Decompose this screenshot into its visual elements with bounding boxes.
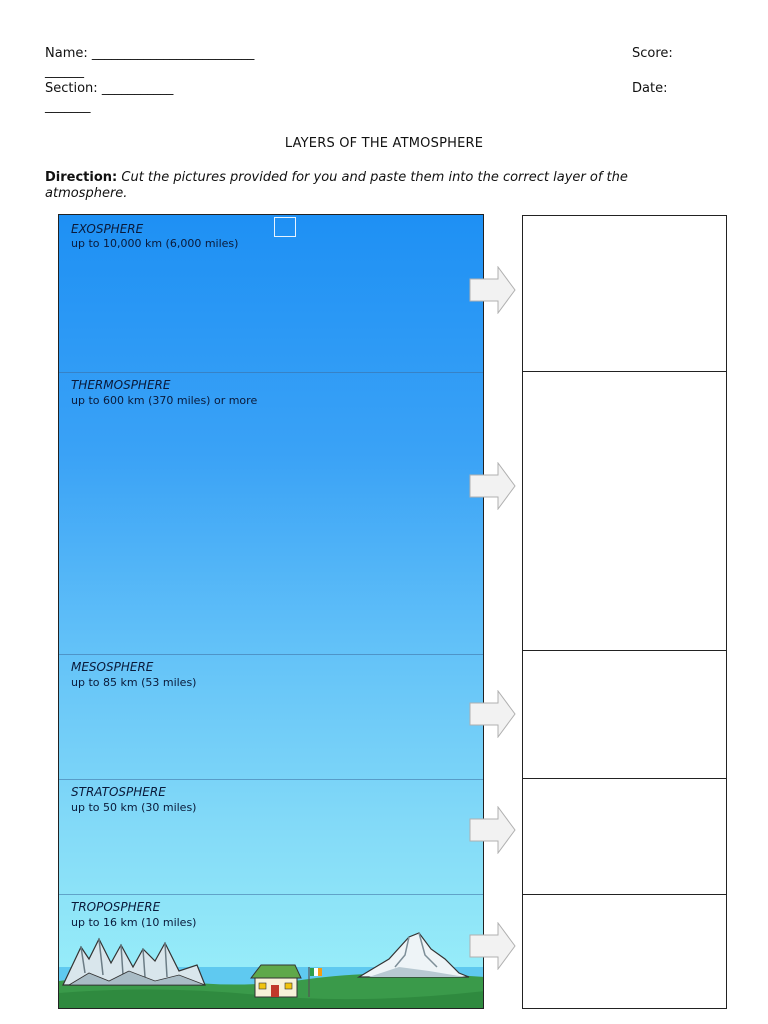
name-label: Name: <box>45 46 88 61</box>
arrow-right-icon <box>469 922 516 970</box>
layer-name-troposphere: TROPOSPHERE <box>71 900 161 914</box>
worksheet-title: LAYERS OF THE ATMOSPHERE <box>284 136 484 151</box>
direction-text: Direction: Cut the pictures provided for… <box>45 170 705 202</box>
layer-name-mesosphere: MESOSPHERE <box>71 660 154 674</box>
layer-range-troposphere: up to 16 km (10 miles) <box>71 916 197 929</box>
mountain-icon <box>62 937 206 986</box>
mountain-icon <box>356 932 470 978</box>
score-label: Score: <box>632 46 673 61</box>
layer-range-exosphere: up to 10,000 km (6,000 miles) <box>71 237 239 250</box>
layer-divider <box>59 654 483 655</box>
layer-name-stratosphere: STRATOSPHERE <box>71 785 166 799</box>
name-field: Name: _________________________ <box>45 46 254 61</box>
date-label: Date: <box>632 81 668 96</box>
layer-divider <box>59 894 483 895</box>
layer-name-exosphere: EXOSPHERE <box>71 222 144 236</box>
answer-box-exosphere[interactable] <box>522 215 727 372</box>
landscape-illustration <box>59 932 483 1008</box>
direction-label: Direction: <box>45 170 118 185</box>
direction-body: Cut the pictures provided for you and pa… <box>45 170 628 201</box>
arrow-right-icon <box>469 462 516 510</box>
section-label: Section: <box>45 81 98 96</box>
ground-shade <box>59 989 483 1008</box>
score-line: ______ <box>45 64 84 79</box>
answer-box-mesosphere[interactable] <box>522 650 727 779</box>
arrow-right-icon <box>469 690 516 738</box>
house-icon <box>249 964 302 998</box>
answer-box-stratosphere[interactable] <box>522 778 727 895</box>
layer-range-mesosphere: up to 85 km (53 miles) <box>71 676 197 689</box>
arrow-right-icon <box>469 266 516 314</box>
atmosphere-diagram: EXOSPHERE up to 10,000 km (6,000 miles) … <box>58 214 484 1009</box>
layer-range-thermosphere: up to 600 km (370 miles) or more <box>71 394 258 407</box>
layer-divider <box>59 779 483 780</box>
arrow-right-icon <box>469 806 516 854</box>
layer-name-thermosphere: THERMOSPHERE <box>71 378 171 392</box>
layer-range-stratosphere: up to 50 km (30 miles) <box>71 801 197 814</box>
answer-box-troposphere[interactable] <box>522 894 727 1009</box>
name-line: _________________________ <box>91 46 255 61</box>
section-line: ___________ <box>101 81 174 96</box>
small-marker-box <box>274 217 296 237</box>
flag-icon <box>308 967 322 997</box>
section-field: Section: ___________ <box>45 81 173 96</box>
layer-divider <box>59 372 483 373</box>
answer-box-thermosphere[interactable] <box>522 371 727 651</box>
date-line: _______ <box>45 99 91 114</box>
